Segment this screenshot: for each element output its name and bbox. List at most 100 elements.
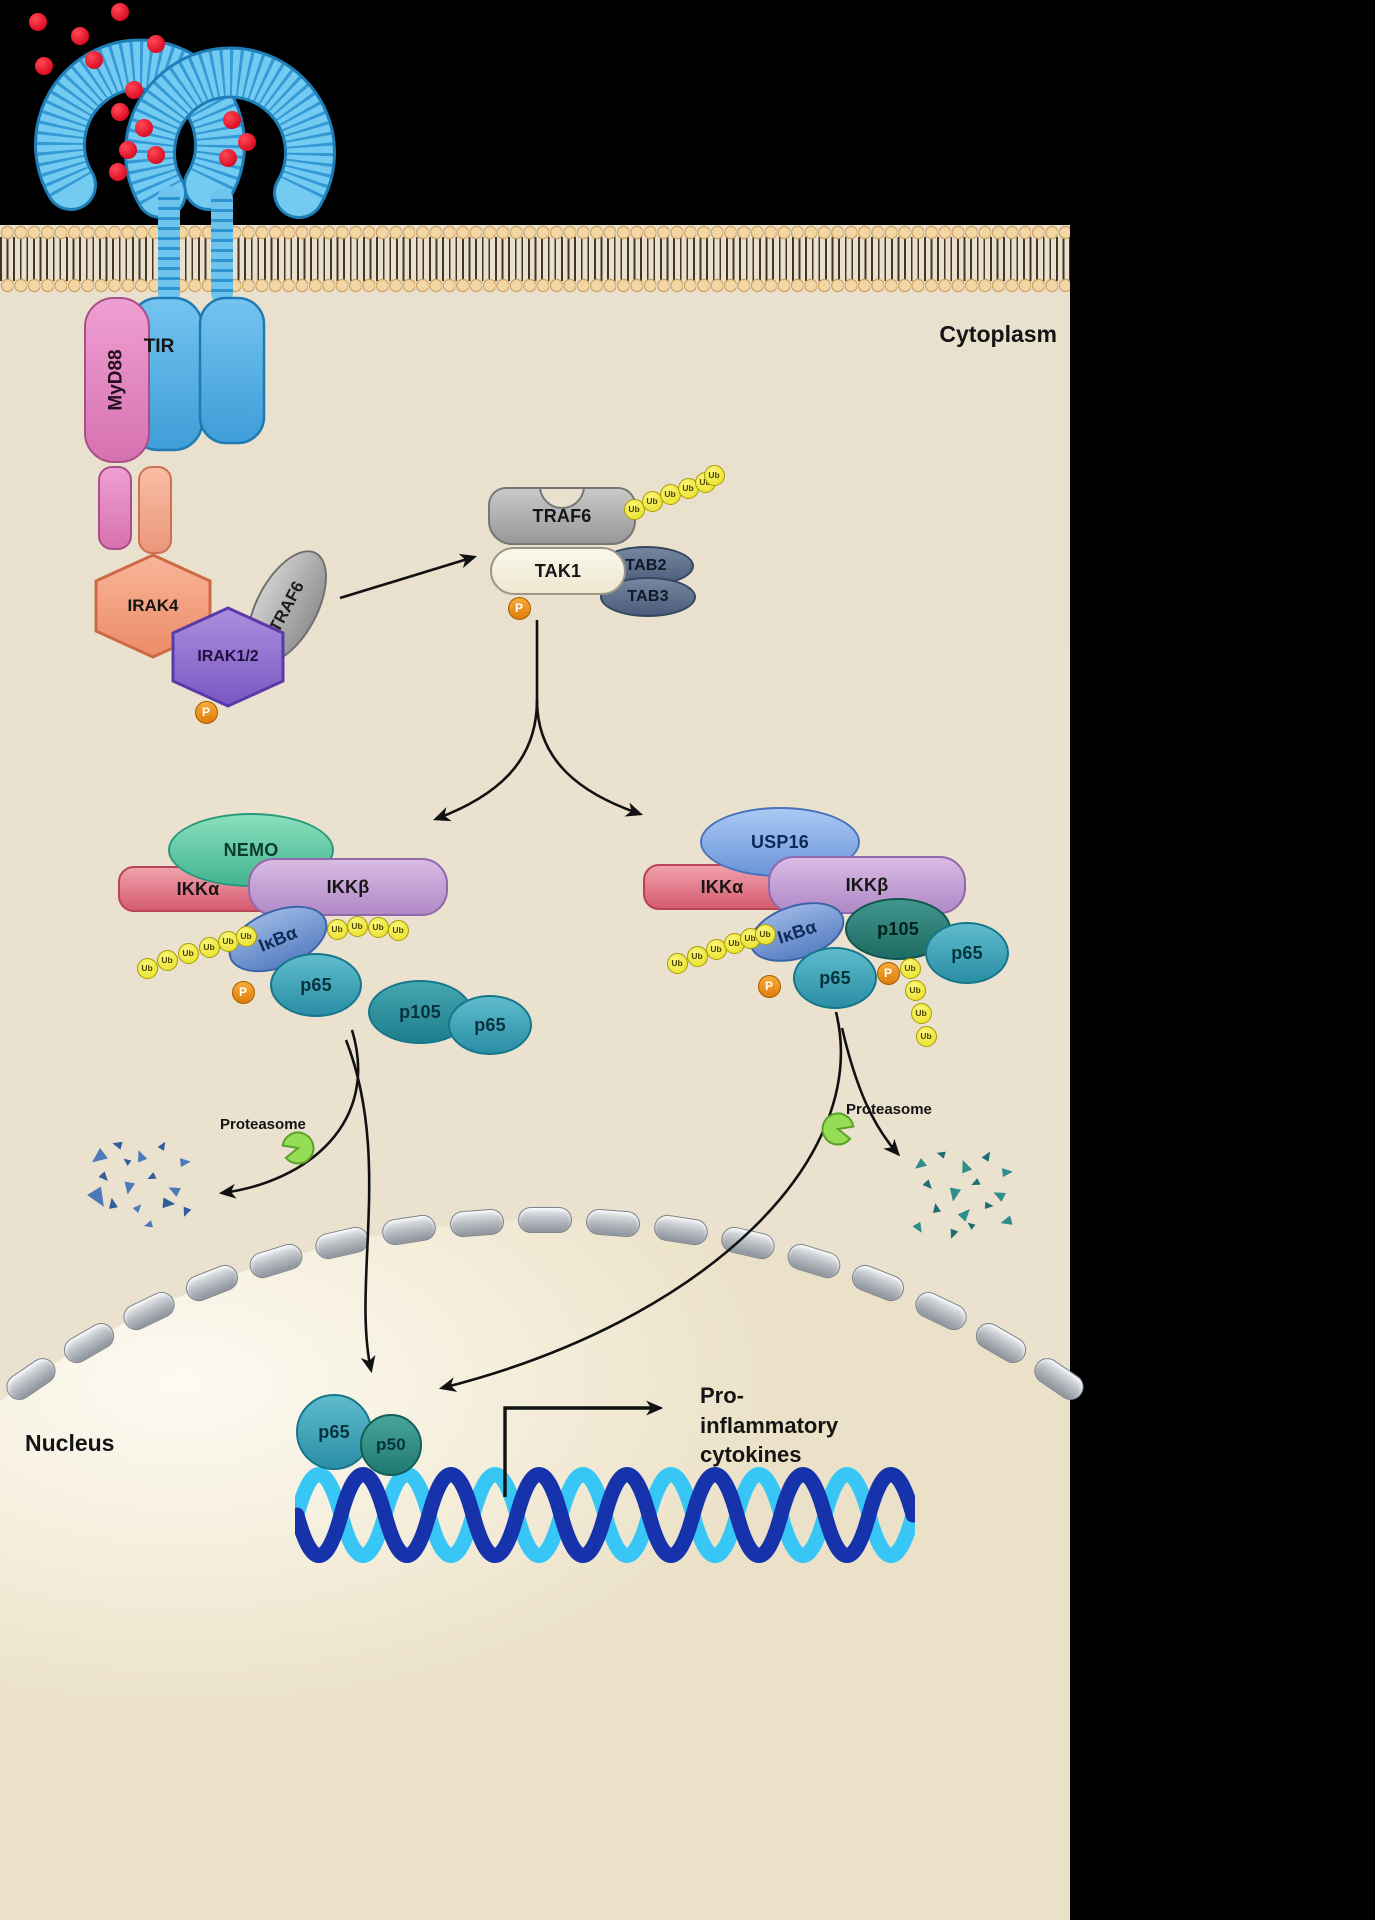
nucleus-region <box>0 1220 1070 1920</box>
phospho-icon: P <box>507 596 531 620</box>
ikk-alpha-left-label: IKKα <box>176 878 220 899</box>
ligand-icon <box>135 119 153 137</box>
ikb-alpha-right-label: IκBα <box>774 915 819 948</box>
tir-label: TIR <box>143 336 175 357</box>
ubiquitin-icon: Ub <box>623 498 645 520</box>
ubiquitin-icon: Ub <box>326 918 348 940</box>
proteasome-right-label: Proteasome <box>846 1101 932 1118</box>
ubiquitin-icon: Ub <box>910 1002 932 1024</box>
ubiquitin-icon: Ub <box>367 916 389 938</box>
ubiquitin-icon: Ub <box>177 942 199 964</box>
ikb-alpha-left-label: IκBα <box>255 921 301 956</box>
proteasome-right-icon <box>821 1112 855 1146</box>
proteasome-left-label: Proteasome <box>220 1116 306 1133</box>
p65-left-label: p65 <box>300 974 332 995</box>
ubiquitin-icon: Ub <box>156 949 178 971</box>
arrow-myddosome-to-tak1 <box>339 553 478 600</box>
irak12-label: IRAK1/2 <box>197 648 259 665</box>
tab3-label: TAB3 <box>627 588 669 605</box>
ligand-icon <box>35 57 53 75</box>
arrow-right-to-proteasome <box>840 1027 901 1157</box>
ligand-icon <box>223 111 241 129</box>
p50-nucleus: p50 <box>360 1414 422 1476</box>
ubiquitin-icon: Ub <box>686 945 708 967</box>
dna-strand-blue <box>295 1467 915 1563</box>
nucleus-label: Nucleus <box>25 1430 115 1456</box>
ubiquitin-icon: Ub <box>136 957 158 979</box>
myd88: MyD88 <box>84 297 150 463</box>
ligand-icon <box>111 103 129 121</box>
proteasome-left-icon <box>281 1131 315 1165</box>
transcription-arrow <box>503 1400 664 1497</box>
p105-right-label: p105 <box>877 918 919 939</box>
p50-nucleus-label: p50 <box>376 1435 406 1454</box>
myd88-death-domain <box>98 466 132 550</box>
ligand-icon <box>111 3 129 21</box>
p65-nucleus-label: p65 <box>318 1421 350 1442</box>
p65-right-label: p65 <box>819 967 851 988</box>
nuclear-pore <box>518 1207 572 1233</box>
arrow-left-to-nucleus <box>344 1039 376 1374</box>
ubiquitin-icon: Ub <box>198 936 220 958</box>
ligand-icon <box>219 149 237 167</box>
traf6-tak1-complex: TRAF6 <box>488 487 636 545</box>
lipid-heads-outer <box>0 225 1070 240</box>
proinflammatory-cytokines-label: Pro-inflammatory cytokines <box>700 1383 839 1468</box>
irak12-shape <box>171 606 285 708</box>
p65-nucleus: p65 <box>296 1394 372 1470</box>
arrow-to-left-ikk <box>433 699 539 822</box>
phospho-icon: P <box>194 700 218 724</box>
nemo-label: NEMO <box>223 839 279 860</box>
tak1-label: TAK1 <box>534 560 582 581</box>
p65-right-free-label: p65 <box>951 942 983 963</box>
ligand-icon <box>147 35 165 53</box>
irak4-label: IRAK4 <box>127 596 179 615</box>
tir-domain-right <box>198 296 266 445</box>
phospho-icon: P <box>231 980 255 1004</box>
arrow-right-to-nucleus <box>438 1011 843 1392</box>
ikk-alpha-right-label: IKKα <box>700 876 744 897</box>
arrow-to-right-ikk <box>535 699 644 817</box>
phospho-icon: P <box>876 961 900 985</box>
p65-right-free: p65 <box>925 922 1009 984</box>
myd88-label: MyD88 <box>106 349 127 411</box>
tab3: TAB3 <box>600 577 696 617</box>
arrow-left-to-proteasome <box>218 1029 360 1199</box>
ligand-icon <box>85 51 103 69</box>
ligand-icon <box>125 81 143 99</box>
ubiquitin-icon: Ub <box>346 915 368 937</box>
p65-right: p65 <box>793 947 877 1009</box>
ligand-icon <box>147 146 165 164</box>
p65-left-free-label: p65 <box>474 1014 506 1035</box>
p105-right: p105 <box>845 898 951 960</box>
irak12-hexagon <box>171 606 285 708</box>
protein-fragment <box>915 1158 927 1169</box>
ubiquitin-icon: Ub <box>754 923 776 945</box>
tab2-label: TAB2 <box>625 557 667 574</box>
dna-helix <box>295 1467 915 1563</box>
usp16-label: USP16 <box>750 831 810 852</box>
ubiquitin-icon: Ub <box>703 464 725 486</box>
left-lrr-stripes <box>37 41 243 197</box>
ubiquitin-icon: Ub <box>904 979 926 1001</box>
lipid-heads-inner <box>0 278 1070 293</box>
ligand-icon <box>71 27 89 45</box>
ubiquitin-icon: Ub <box>899 957 921 979</box>
tak1: TAK1 <box>490 547 626 595</box>
ligand-icon <box>119 141 137 159</box>
ligand-icon <box>29 13 47 31</box>
ligand-icon <box>238 133 256 151</box>
ikk-beta-left-label: IKKβ <box>326 876 370 897</box>
p65-left-free: p65 <box>448 995 532 1055</box>
ubiquitin-icon: Ub <box>915 1025 937 1047</box>
ikk-beta-right-label: IKKβ <box>845 874 889 895</box>
ligand-icon <box>109 163 127 181</box>
p105-left-label: p105 <box>399 1001 441 1022</box>
phospho-icon: P <box>757 974 781 998</box>
right-lrr-stripes <box>127 49 333 205</box>
ubiquitin-icon: Ub <box>387 919 409 941</box>
traf6-label: TRAF6 <box>532 505 592 526</box>
p65-left: p65 <box>270 953 362 1017</box>
